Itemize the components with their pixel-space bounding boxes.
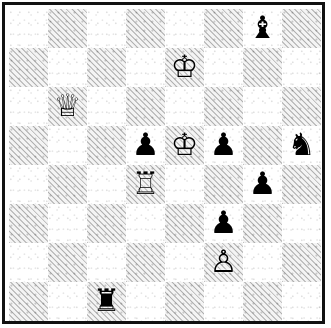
- black-pawn-icon[interactable]: ♟: [249, 169, 277, 200]
- square-f8[interactable]: [204, 9, 243, 48]
- square-a2[interactable]: [9, 243, 48, 282]
- square-g5[interactable]: [243, 126, 282, 165]
- square-c5[interactable]: [87, 126, 126, 165]
- square-f3[interactable]: ♟: [204, 204, 243, 243]
- square-a6[interactable]: [9, 87, 48, 126]
- square-c8[interactable]: [87, 9, 126, 48]
- white-king-crowned-icon[interactable]: ♔: [171, 130, 199, 161]
- black-knight-icon[interactable]: ♞: [288, 130, 316, 161]
- square-f5[interactable]: ♟: [204, 126, 243, 165]
- square-a7[interactable]: [9, 48, 48, 87]
- black-rook-icon[interactable]: ♜: [93, 286, 121, 317]
- square-e1[interactable]: [165, 282, 204, 321]
- square-b2[interactable]: [48, 243, 87, 282]
- square-d1[interactable]: [126, 282, 165, 321]
- square-d6[interactable]: [126, 87, 165, 126]
- square-e8[interactable]: [165, 9, 204, 48]
- square-c4[interactable]: [87, 165, 126, 204]
- square-c7[interactable]: [87, 48, 126, 87]
- white-queen-icon[interactable]: ♕: [54, 91, 82, 122]
- square-g3[interactable]: [243, 204, 282, 243]
- chess-board: ♝ ♔ ♕ ♟ ♔ ♟ ♞ ♖ ♟ ♟ ♙ ♜: [9, 9, 321, 321]
- square-e5[interactable]: ♔: [165, 126, 204, 165]
- square-e6[interactable]: [165, 87, 204, 126]
- square-c2[interactable]: [87, 243, 126, 282]
- square-e4[interactable]: [165, 165, 204, 204]
- square-h6[interactable]: [282, 87, 321, 126]
- square-b3[interactable]: [48, 204, 87, 243]
- square-c6[interactable]: [87, 87, 126, 126]
- square-d8[interactable]: [126, 9, 165, 48]
- square-g6[interactable]: [243, 87, 282, 126]
- square-f7[interactable]: [204, 48, 243, 87]
- square-g1[interactable]: [243, 282, 282, 321]
- square-a3[interactable]: [9, 204, 48, 243]
- black-bishop-icon[interactable]: ♝: [249, 13, 277, 44]
- black-pawn-icon[interactable]: ♟: [210, 130, 238, 161]
- square-d2[interactable]: [126, 243, 165, 282]
- square-g2[interactable]: [243, 243, 282, 282]
- square-e3[interactable]: [165, 204, 204, 243]
- square-f1[interactable]: [204, 282, 243, 321]
- square-d4[interactable]: ♖: [126, 165, 165, 204]
- square-h1[interactable]: [282, 282, 321, 321]
- white-rook-icon[interactable]: ♖: [132, 169, 160, 200]
- square-g7[interactable]: [243, 48, 282, 87]
- white-pawn-icon[interactable]: ♙: [210, 247, 238, 278]
- square-c3[interactable]: [87, 204, 126, 243]
- square-h2[interactable]: [282, 243, 321, 282]
- white-king-icon[interactable]: ♔: [171, 52, 199, 83]
- square-b7[interactable]: [48, 48, 87, 87]
- square-a8[interactable]: [9, 9, 48, 48]
- square-h7[interactable]: [282, 48, 321, 87]
- square-a4[interactable]: [9, 165, 48, 204]
- square-d3[interactable]: [126, 204, 165, 243]
- square-b5[interactable]: [48, 126, 87, 165]
- black-pawn-icon[interactable]: ♟: [210, 208, 238, 239]
- black-pawn-icon[interactable]: ♟: [132, 130, 160, 161]
- square-d5[interactable]: ♟: [126, 126, 165, 165]
- square-d7[interactable]: [126, 48, 165, 87]
- square-a1[interactable]: [9, 282, 48, 321]
- square-c1[interactable]: ♜: [87, 282, 126, 321]
- square-a5[interactable]: [9, 126, 48, 165]
- square-b1[interactable]: [48, 282, 87, 321]
- square-f2[interactable]: ♙: [204, 243, 243, 282]
- square-e2[interactable]: [165, 243, 204, 282]
- square-g4[interactable]: ♟: [243, 165, 282, 204]
- square-h5[interactable]: ♞: [282, 126, 321, 165]
- square-h3[interactable]: [282, 204, 321, 243]
- square-f6[interactable]: [204, 87, 243, 126]
- square-f4[interactable]: [204, 165, 243, 204]
- square-g8[interactable]: ♝: [243, 9, 282, 48]
- square-b4[interactable]: [48, 165, 87, 204]
- square-b6[interactable]: ♕: [48, 87, 87, 126]
- square-b8[interactable]: [48, 9, 87, 48]
- square-h4[interactable]: [282, 165, 321, 204]
- square-h8[interactable]: [282, 9, 321, 48]
- square-e7[interactable]: ♔: [165, 48, 204, 87]
